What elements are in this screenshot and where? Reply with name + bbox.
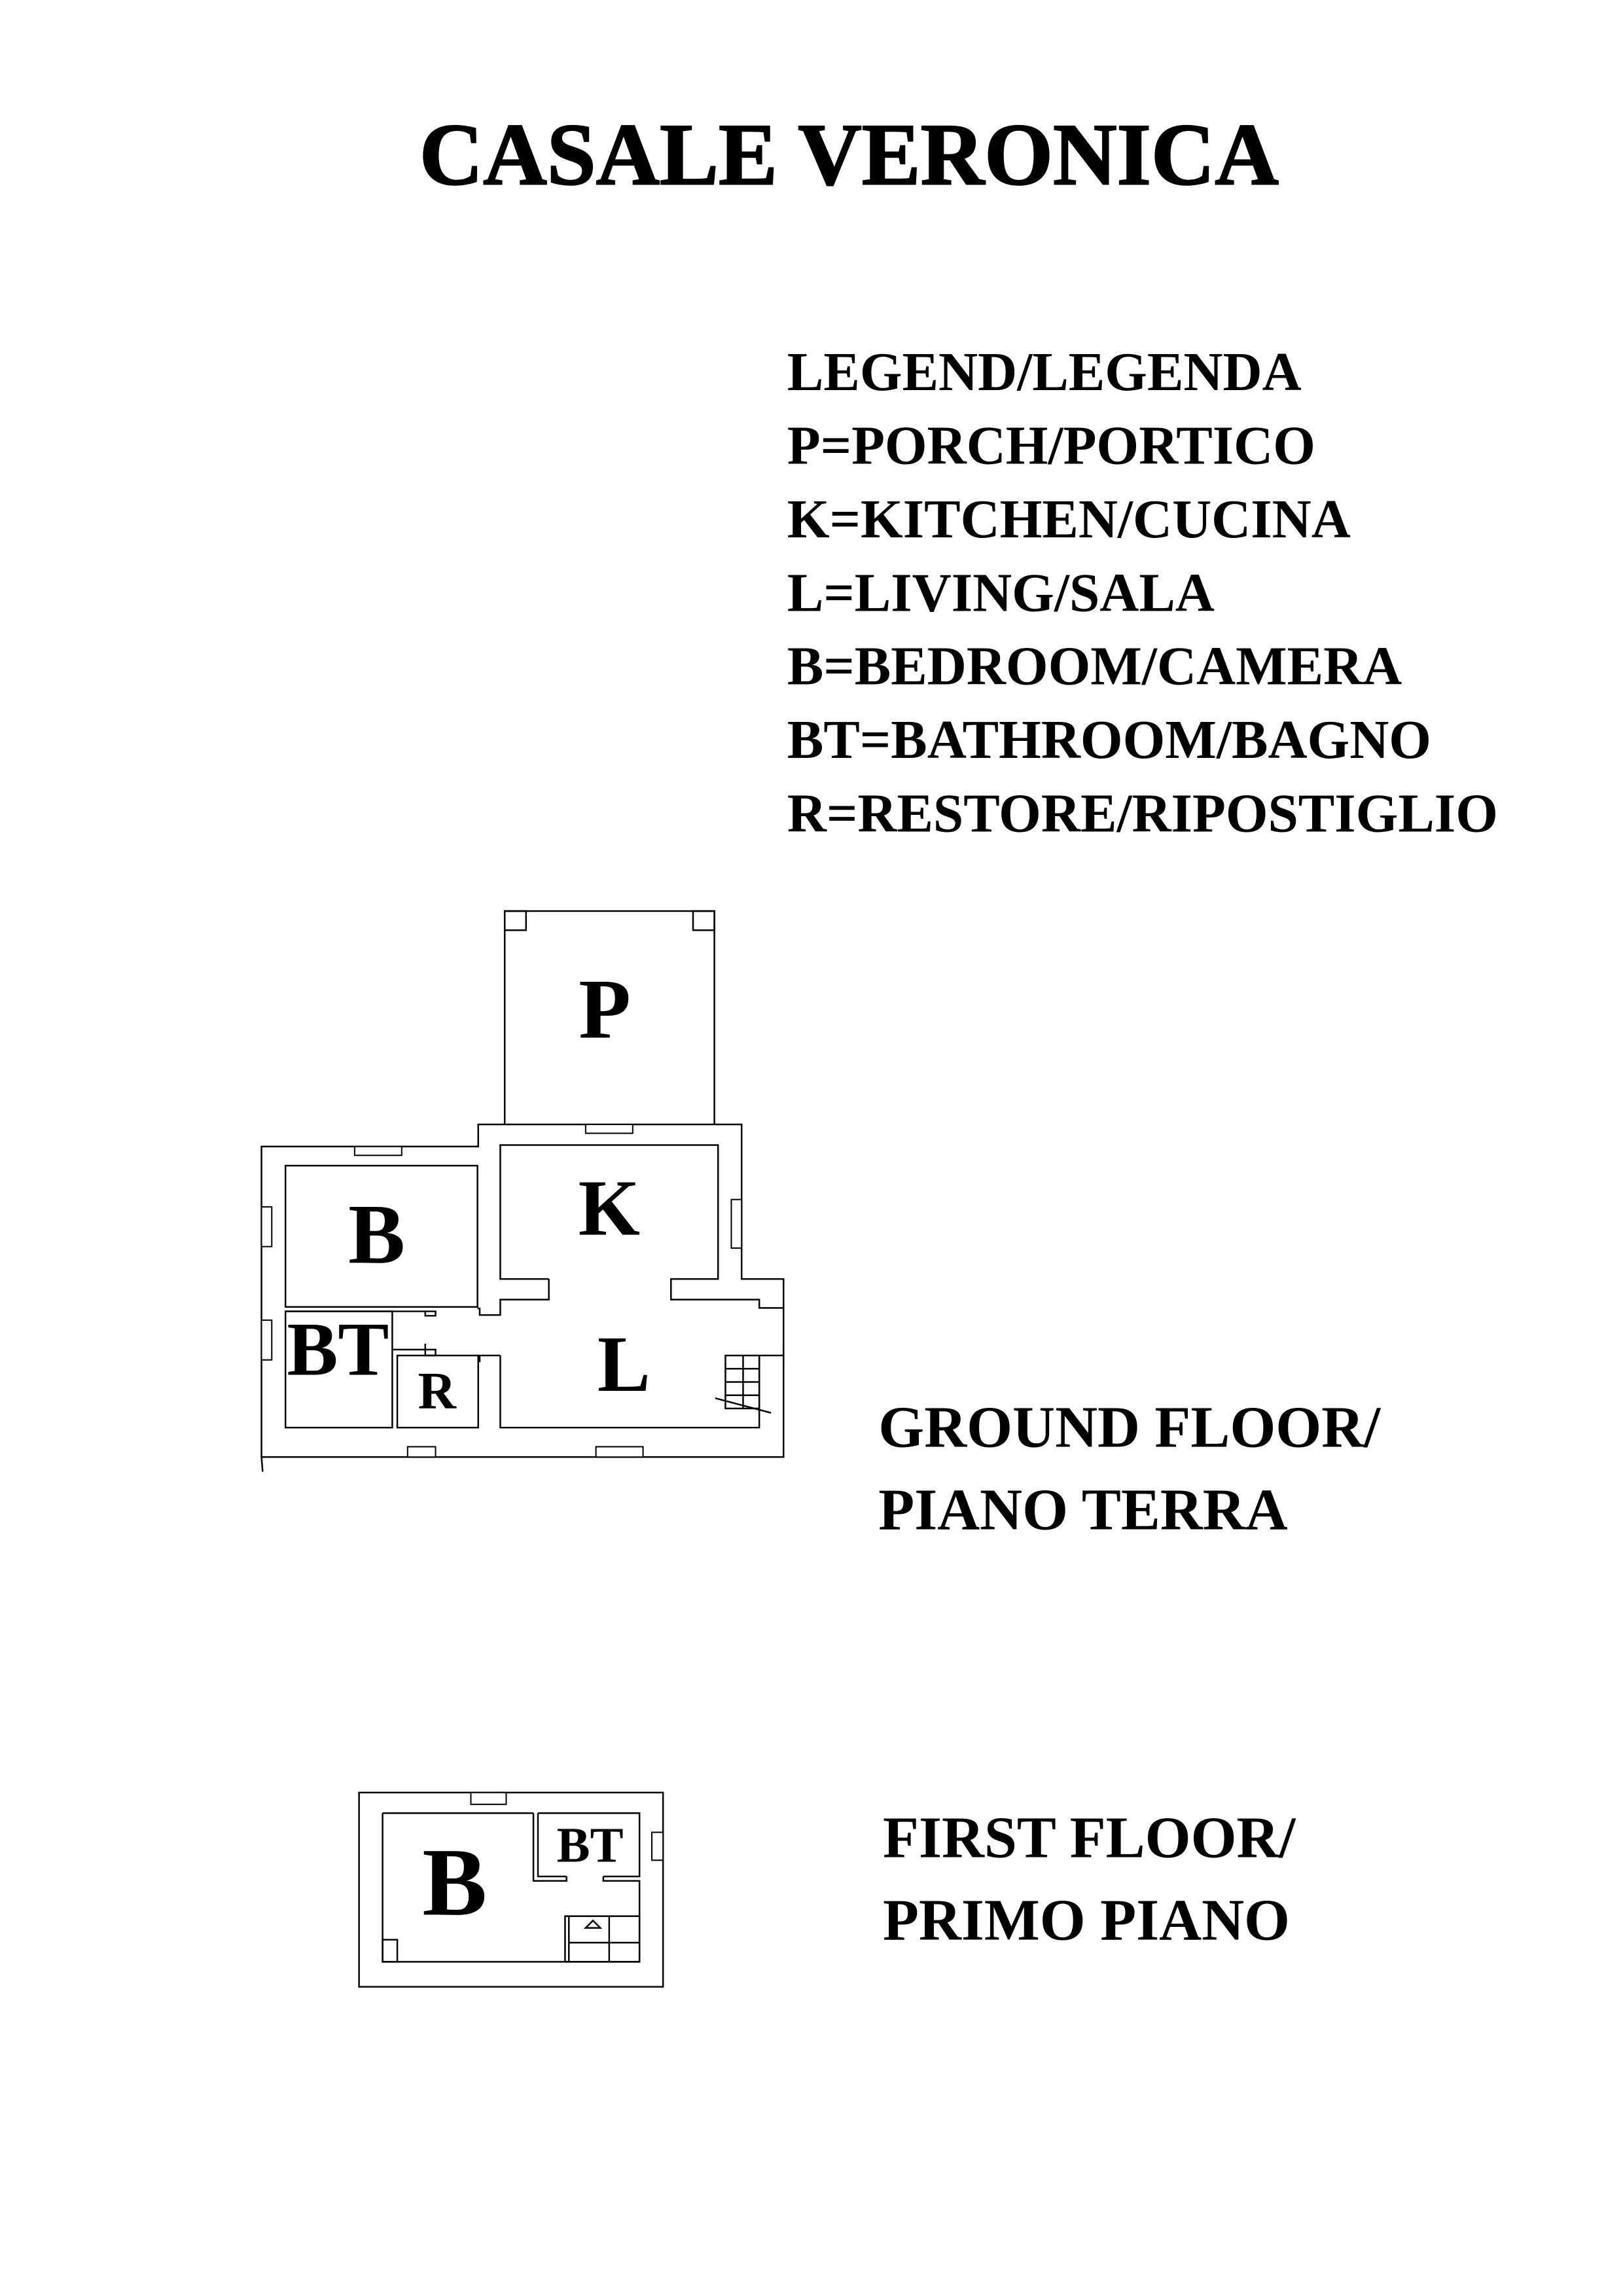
room-label-bedroom: B (348, 1187, 405, 1282)
first-floor-caption: FIRST FLOOR/ PRIMO PIANO (883, 1806, 1296, 1953)
restore-room (396, 1354, 479, 1429)
room-label-bathroom: BT (557, 1817, 624, 1873)
room-label-bathroom: BT (287, 1307, 389, 1391)
caption-line: PIANO TERRA (878, 1477, 1287, 1542)
room-label-porch: P (579, 962, 631, 1056)
legend: LEGEND/LEGENDA P=PORCH/PORTICO K=KITCHEN… (787, 342, 1498, 844)
room-label-bedroom: B (422, 1829, 487, 1936)
legend-item: P=PORCH/PORTICO (787, 415, 1315, 475)
bedroom-room (284, 1164, 478, 1308)
stairs (715, 1354, 772, 1414)
first-floor-plan: B BT (358, 1791, 664, 1988)
caption-line: PRIMO PIANO (883, 1888, 1290, 1953)
legend-item: L=LIVING/SALA (787, 562, 1215, 622)
caption-line: GROUND FLOOR/ (878, 1395, 1381, 1460)
kitchen-room (499, 1144, 784, 1309)
legend-item: B=BEDROOM/CAMERA (787, 636, 1402, 696)
page-title: CASALE VERONICA (419, 106, 1279, 204)
outer-wall (358, 1791, 664, 1988)
legend-item: BT=BATHROOM/BAGNO (787, 709, 1431, 770)
legend-heading: LEGEND/LEGENDA (787, 342, 1302, 402)
room-label-living: L (597, 1321, 651, 1408)
windows (260, 1124, 743, 1458)
room-label-kitchen: K (579, 1165, 640, 1253)
room-label-restore: R (418, 1361, 457, 1420)
porch (503, 910, 715, 1125)
caption-line: FIRST FLOOR/ (883, 1806, 1296, 1871)
legend-item: R=RESTORE/RIPOSTIGLIO (787, 783, 1498, 844)
stairs (564, 1915, 641, 1963)
legend-item: K=KITCHEN/CUCINA (787, 489, 1351, 549)
living-room (499, 1354, 784, 1429)
ground-floor-caption: GROUND FLOOR/ PIANO TERRA (878, 1395, 1381, 1542)
ground-floor-plan: P B K BT R L (260, 910, 785, 1472)
bathroom-room (284, 1310, 393, 1429)
